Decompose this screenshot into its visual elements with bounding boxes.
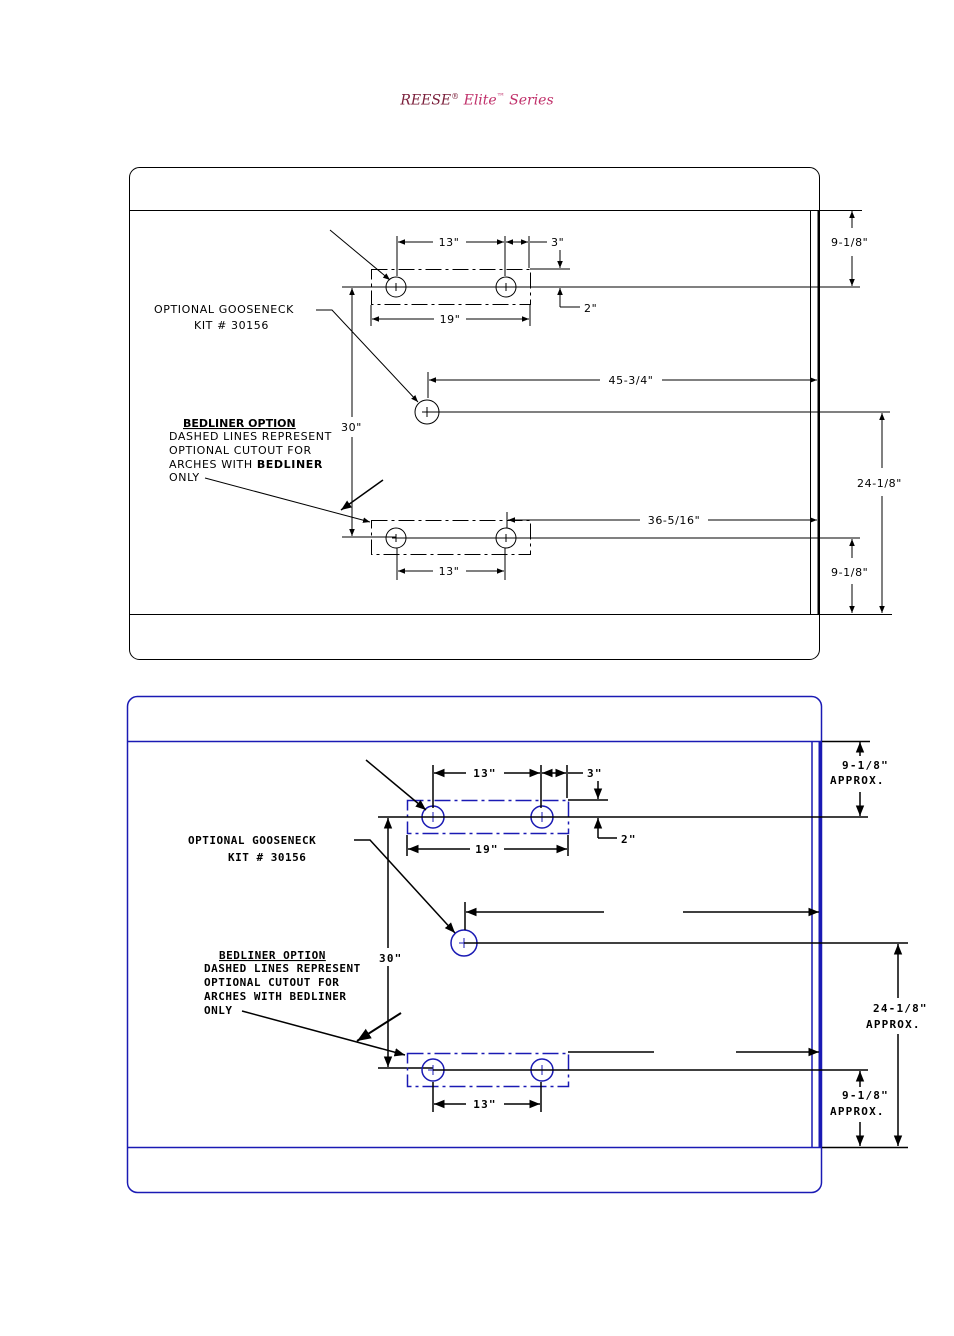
dim-30: 30": [341, 421, 362, 434]
gooseneck-label-1: OPTIONAL GOOSENECK: [154, 303, 294, 316]
bed-outline-1: [129, 167, 820, 660]
dim-right-mid-2: 24-1/8": [873, 1002, 928, 1015]
diagram-2: 13" 3" 2" 19" OPTIONAL GOOSENECK KIT # 3…: [126, 695, 928, 1194]
dim-19-2: 19": [475, 843, 498, 856]
gooseneck-label-2: KIT # 30156: [194, 319, 269, 332]
dim-right-bottom: 9-1/8": [831, 566, 868, 579]
bedliner-pointer: [204, 477, 371, 523]
gooseneck-label-2b: KIT # 30156: [228, 851, 306, 864]
dim-bottom-13: 13": [439, 565, 460, 578]
cutout-arrow: [340, 479, 384, 511]
top-hole-pointer: [329, 229, 391, 281]
registered-mark: ®: [451, 92, 460, 101]
bedliner-line-3: ARCHES WITH BEDLINER: [169, 458, 323, 471]
dim-top-2-2: 2": [621, 833, 637, 846]
trademark-mark: ™: [496, 92, 505, 101]
dim-top-13-2: 13": [473, 767, 496, 780]
dim-bottom-13-2: 13": [473, 1098, 496, 1111]
gooseneck-pointer: [316, 309, 419, 403]
page-header: REESE® Elite™ Series: [0, 92, 954, 109]
dim-top-2: 2": [584, 302, 597, 315]
dim-36-5-16: 36-5/16": [648, 514, 701, 527]
dim-right-top: 9-1/8": [831, 236, 868, 249]
dim-top-13: 13": [439, 236, 460, 249]
bedliner-2-line-4: ONLY: [204, 1004, 233, 1017]
dim-right-bottom-2: 9-1/8": [842, 1089, 889, 1102]
product-line: Elite: [463, 92, 497, 109]
approx-mid: APPROX.: [866, 1018, 921, 1031]
dim-right-mid: 24-1/8": [857, 477, 902, 490]
bedliner-2-line-3: ARCHES WITH BEDLINER: [204, 990, 346, 1003]
dim-19: 19": [440, 313, 461, 326]
dim-30-2: 30": [379, 952, 402, 965]
bedliner-line-2: OPTIONAL CUTOUT FOR: [169, 444, 312, 457]
brand-name: REESE: [400, 92, 452, 109]
gooseneck-label-2a: OPTIONAL GOOSENECK: [188, 834, 316, 847]
approx-bottom: APPROX.: [830, 1105, 885, 1118]
bedliner-title-2: BEDLINER OPTION: [219, 949, 326, 962]
bedliner-line-1: DASHED LINES REPRESENT: [169, 430, 332, 443]
bedliner-line-4: ONLY: [169, 471, 200, 484]
bedliner-2-line-1: DASHED LINES REPRESENT: [204, 962, 361, 975]
diagram-1: 13" 3" 2" 19" OPTIONAL GOOSENECK KIT # 3…: [129, 167, 902, 660]
dim-top-3: 3": [551, 236, 564, 249]
bedliner-2-line-2: OPTIONAL CUTOUT FOR: [204, 976, 339, 989]
bedliner-title: BEDLINER OPTION: [183, 417, 296, 430]
dim-45-3-4: 45-3/4": [609, 374, 654, 387]
dim-right-top-2: 9-1/8": [842, 759, 889, 772]
dim-top-3-2: 3": [587, 767, 603, 780]
approx-top: APPROX.: [830, 774, 885, 787]
series-word: Series: [509, 92, 554, 109]
